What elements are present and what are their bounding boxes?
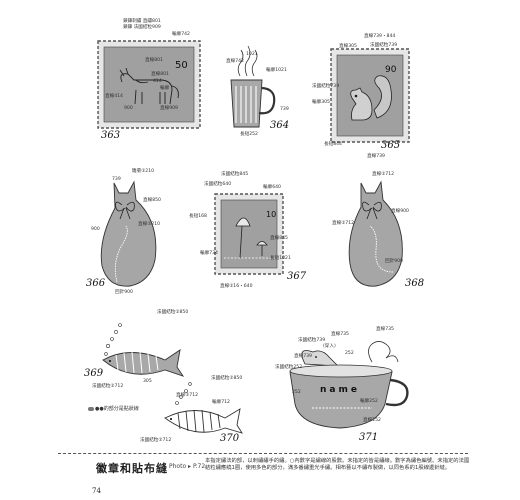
bow-icon <box>362 201 382 220</box>
label-364-1021: 1021 <box>246 51 258 57</box>
label-363-straight-909: 直線909 <box>160 104 178 111</box>
label-368-backstitch: 回針900 <box>385 257 403 264</box>
label-367-long-short: 長短168 <box>189 212 207 219</box>
motif-368-cat: 368 <box>348 180 424 289</box>
label-363-chain-knot: 鎖鍊 法國結粒909 <box>123 23 161 30</box>
label-371-knot-252: 法國結粒252 <box>275 363 302 370</box>
annotation-labels: 鎖鍊刺繡 直繡801 鎖鍊 法國結粒909 輪廓742 直線801 直線801 … <box>91 17 409 443</box>
motif-363-donkey-stamp: 50 363 <box>97 40 201 141</box>
cup-lettering-name: name <box>320 385 360 395</box>
label-370-knot: 法國結粒②850 <box>211 374 242 381</box>
dot-icon <box>88 406 94 411</box>
label-371-outline: 輪廓252 <box>360 397 378 404</box>
motif-367-mushroom-stamp: 10 367 <box>214 193 307 282</box>
label-366-daisy: 雛菊②210 <box>132 167 154 174</box>
label-367-outline-2: 輪廓734 <box>200 249 218 256</box>
panel-number-370: 370 <box>220 433 240 444</box>
label-363-outline: 輪廓742 <box>172 30 190 37</box>
page-number: 74 <box>92 487 101 495</box>
embroidery-diagram-sheet: 50 363 364 90 <box>84 17 424 444</box>
label-364-long-short: 長短252 <box>240 130 258 137</box>
panel-number-363: 363 <box>101 130 120 141</box>
mushroom-icon <box>224 217 276 259</box>
label-364-739: 739 <box>280 106 289 112</box>
motif-371-cup: name 371 <box>289 341 409 443</box>
label-371-252-b: 252 <box>292 389 301 395</box>
steam-icon <box>237 45 258 77</box>
label-367-knot: 法國結粒845 <box>221 170 248 177</box>
label-367-straight: 直線845 <box>270 234 288 241</box>
label-363-straight: 直線801 <box>145 56 163 63</box>
bubble-dots <box>104 323 122 356</box>
stamp-value-90: 90 <box>385 65 397 75</box>
label-363-straight-3: 直線414 <box>105 92 123 99</box>
label-371-thread-in: (穿入) <box>323 342 336 349</box>
label-366-straight: 直線850 <box>143 196 161 203</box>
label-365-straight-305: 直線305 <box>339 42 357 49</box>
label-365-straight: 直線739・844 <box>364 32 395 39</box>
stamp-value-10: 10 <box>266 210 276 219</box>
footer-title: 徽章和貼布縫 <box>96 462 168 475</box>
mug-stripes <box>235 86 257 123</box>
label-365-knot: 法國結粒739 <box>370 41 397 48</box>
label-365-outline: 輪廓305 <box>312 98 330 105</box>
stamp-value-50: 50 <box>175 60 188 71</box>
label-368-straight: 直線②712 <box>372 170 394 177</box>
squirrel-icon <box>350 75 392 121</box>
motif-365-squirrel-stamp: 90 365 <box>330 48 410 151</box>
label-366-backstitch: 回針900 <box>115 288 133 295</box>
label-363-414: 414 <box>153 78 162 84</box>
dotted-line-note: ●●的部分是點狀線 <box>88 405 139 412</box>
label-367-outline: 輪廓640 <box>263 183 281 190</box>
label-366-900: 900 <box>91 226 100 232</box>
footer-description: 本指定繡法的部，以刺繡繡手的繡。○內數字是繡線的股數。未指定的皆是繡線。數字為繡… <box>205 458 470 471</box>
label-363-chain: 鎖鍊刺繡 直繡801 <box>123 17 161 24</box>
label-366-straight-2: 直線②210 <box>138 220 160 227</box>
label-371-knot: 法國結粒739 <box>298 336 325 343</box>
label-371-straight-252: 直線252 <box>363 416 381 423</box>
bubble-dots <box>175 382 192 405</box>
label-367-long-short-2: 長短1021 <box>270 254 291 261</box>
label-370-outline: 輪廓712 <box>212 398 230 405</box>
page-footer: 徽章和貼布縫 Photo ▸ P.72 本指定繡法的部，以刺繡繡手的繡。○內數字… <box>0 447 520 500</box>
label-371-252: 252 <box>345 350 354 356</box>
motif-366-cat: 366 <box>86 180 157 289</box>
label-368-straight-2: 直線②712 <box>332 219 354 226</box>
label-363-900: 900 <box>124 105 133 111</box>
panel-number-369: 369 <box>84 368 104 379</box>
label-368-straight-900: 直線900 <box>391 207 409 214</box>
motif-369-fish: 369 <box>84 323 185 379</box>
label-370-knot-2: 法國結粒②712 <box>140 436 171 443</box>
label-371-straight-2: 直線735 <box>376 325 394 332</box>
motif-370-fish: 370 <box>164 382 244 444</box>
label-363-outline-2: 輪廓 <box>160 84 170 91</box>
label-370-straight: 直線②712 <box>176 391 198 398</box>
label-369-knot: 法國結粒②850 <box>157 308 188 315</box>
label-369-knot-2: 法國結粒②712 <box>92 382 123 389</box>
panel-number-368: 368 <box>405 278 424 289</box>
label-365-knot-2: 法國結粒739 <box>312 82 339 89</box>
bow-icon <box>115 201 135 220</box>
panel-number-366: 366 <box>86 278 106 289</box>
label-366-739: 739 <box>112 176 121 182</box>
label-369-305: 305 <box>143 378 152 384</box>
label-364-straight: 直線742 <box>226 57 244 64</box>
label-363-straight-2: 直線801 <box>151 70 169 77</box>
panel-number-365: 365 <box>381 140 400 151</box>
panel-number-367: 367 <box>287 271 307 282</box>
label-371-straight: 直線735 <box>331 330 349 337</box>
footer-divider <box>58 453 468 454</box>
steam-icon <box>368 341 399 363</box>
panel-number-371: 371 <box>359 432 378 443</box>
label-371-straight-739: 直線739 <box>294 352 312 359</box>
label-367-knot-2: 法國結粒640 <box>204 180 231 187</box>
label-364-outline: 輪廓1021 <box>266 66 287 73</box>
label-365-long-short: 長短844 <box>324 140 342 147</box>
photo-reference: Photo ▸ P.72 <box>169 463 206 470</box>
label-367-straight-2: 直線②16・640 <box>220 282 253 289</box>
motif-364-mug: 364 <box>230 45 289 131</box>
panel-number-364: 364 <box>270 120 289 131</box>
donkey-icon <box>119 67 179 105</box>
label-365-straight-739: 直線739 <box>367 152 385 159</box>
